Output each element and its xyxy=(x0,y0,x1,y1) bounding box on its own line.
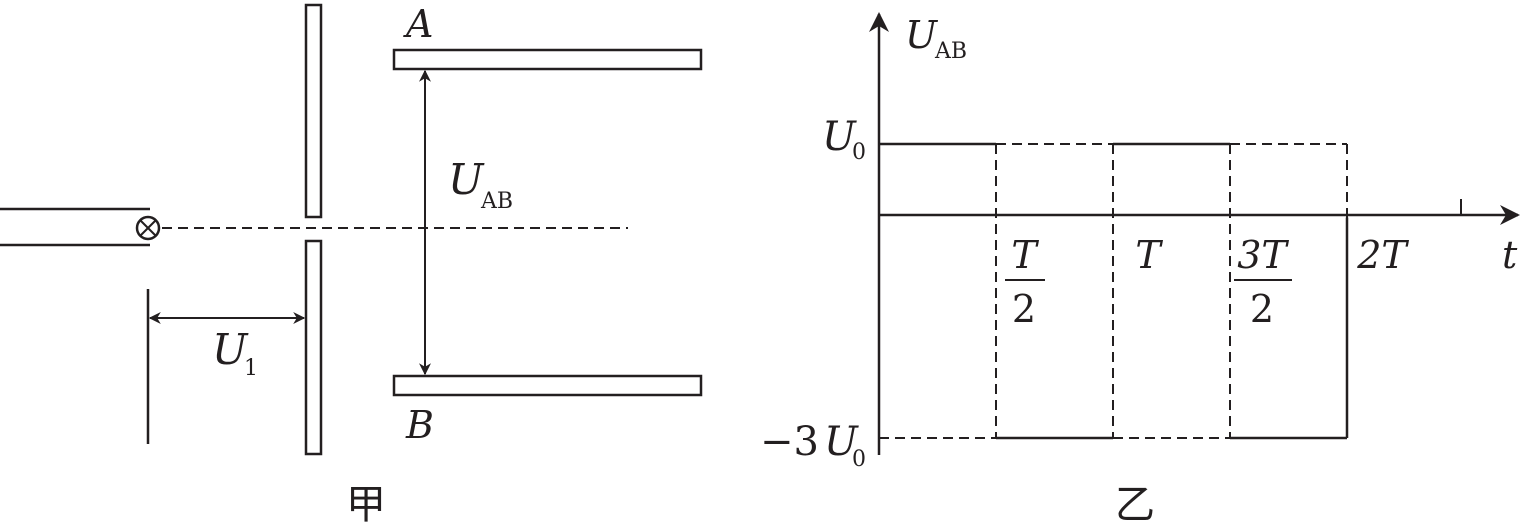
svg-text:1: 1 xyxy=(244,356,258,381)
svg-text:2: 2 xyxy=(1012,287,1036,331)
svg-text:0: 0 xyxy=(852,140,866,165)
deflection-plate-a xyxy=(392,48,703,71)
square-wave xyxy=(879,142,1349,440)
tick-period: T xyxy=(1135,233,1163,277)
svg-text:U: U xyxy=(905,13,939,57)
apparatus-caption: 甲 xyxy=(346,482,386,527)
x-axis-label: t xyxy=(1502,233,1518,277)
plate-a-label: A xyxy=(403,2,433,46)
tick-two-period: 2T xyxy=(1356,233,1409,277)
plate-b-label: B xyxy=(405,403,434,447)
svg-text:−3: −3 xyxy=(760,419,819,465)
svg-text:U: U xyxy=(448,155,485,204)
tick-half-period: T 2 xyxy=(1005,233,1045,331)
level-high-label: U 0 xyxy=(822,114,866,165)
accelerating-plate-upper xyxy=(304,3,323,219)
level-low-label: −3 U 0 xyxy=(760,419,866,472)
svg-text:2: 2 xyxy=(1250,287,1274,331)
graph-caption: 乙 xyxy=(1115,482,1155,527)
svg-text:0: 0 xyxy=(852,447,866,472)
svg-text:AB: AB xyxy=(934,39,967,64)
svg-text:U: U xyxy=(824,419,859,465)
electron-source-icon xyxy=(135,215,161,241)
voltage-graph: U AB t U 0 −3 U 0 T 2 T 3T 2 2T 乙 xyxy=(760,12,1520,527)
svg-text:3T: 3T xyxy=(1237,233,1289,277)
plate-voltage-label: U AB xyxy=(448,155,513,214)
svg-text:U: U xyxy=(822,114,857,160)
accel-voltage-label: U 1 xyxy=(212,325,258,381)
svg-text:U: U xyxy=(212,325,249,374)
apparatus-diagram: U 1 A B U AB 甲 xyxy=(0,2,703,527)
svg-text:T: T xyxy=(1011,233,1039,277)
tick-three-half-period: 3T 2 xyxy=(1234,233,1292,331)
svg-text:AB: AB xyxy=(480,189,513,214)
deflection-plate-b xyxy=(392,374,703,397)
y-axis-label: U AB xyxy=(905,13,967,64)
accelerating-plate-lower xyxy=(304,239,323,456)
